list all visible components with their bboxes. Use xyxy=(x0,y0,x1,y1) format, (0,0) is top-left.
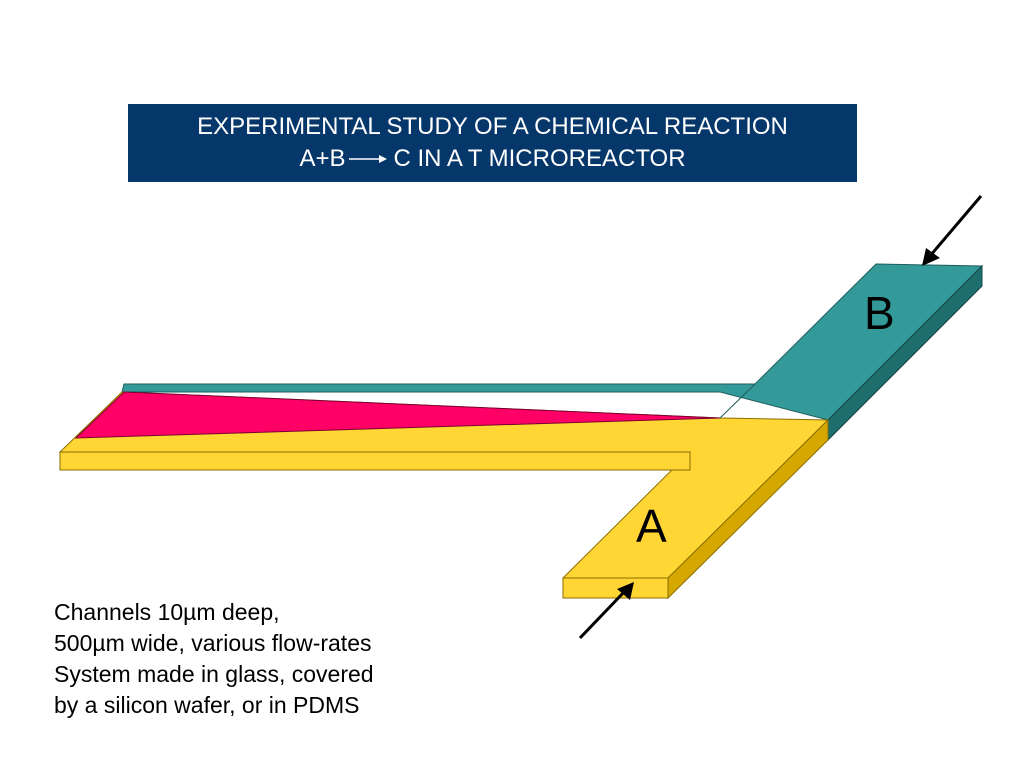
title-line-2: A+B C IN A T MICROREACTOR xyxy=(299,143,685,175)
inlet-b-arrow-icon xyxy=(922,195,983,266)
inlet-a-label: A xyxy=(636,500,667,552)
inlet-b-label: B xyxy=(864,287,895,339)
reaction-arrow-icon xyxy=(349,155,388,163)
channel-notes: Channels 10µm deep, 500µm wide, various … xyxy=(54,597,374,721)
note-line-3: System made in glass, covered xyxy=(54,661,374,687)
junction-seam xyxy=(719,383,756,419)
inlet-a-arrow-icon xyxy=(578,582,634,640)
note-line-4: by a silicon wafer, or in PDMS xyxy=(54,692,360,718)
channel-a-side xyxy=(667,418,829,600)
product-c-wedge xyxy=(74,391,721,439)
product-label: C IN A T MICROREACTOR xyxy=(393,145,686,172)
title-banner: EXPERIMENTAL STUDY OF A CHEMICAL REACTIO… xyxy=(128,104,857,182)
channel-a-front-main xyxy=(59,451,691,471)
reactants-label: A+B xyxy=(299,145,346,172)
note-line-1: Channels 10µm deep, xyxy=(54,599,280,625)
title-line-1: EXPERIMENTAL STUDY OF A CHEMICAL REACTIO… xyxy=(197,113,788,140)
note-line-2: 500µm wide, various flow-rates xyxy=(54,630,372,656)
channel-a-front-end xyxy=(562,577,669,599)
